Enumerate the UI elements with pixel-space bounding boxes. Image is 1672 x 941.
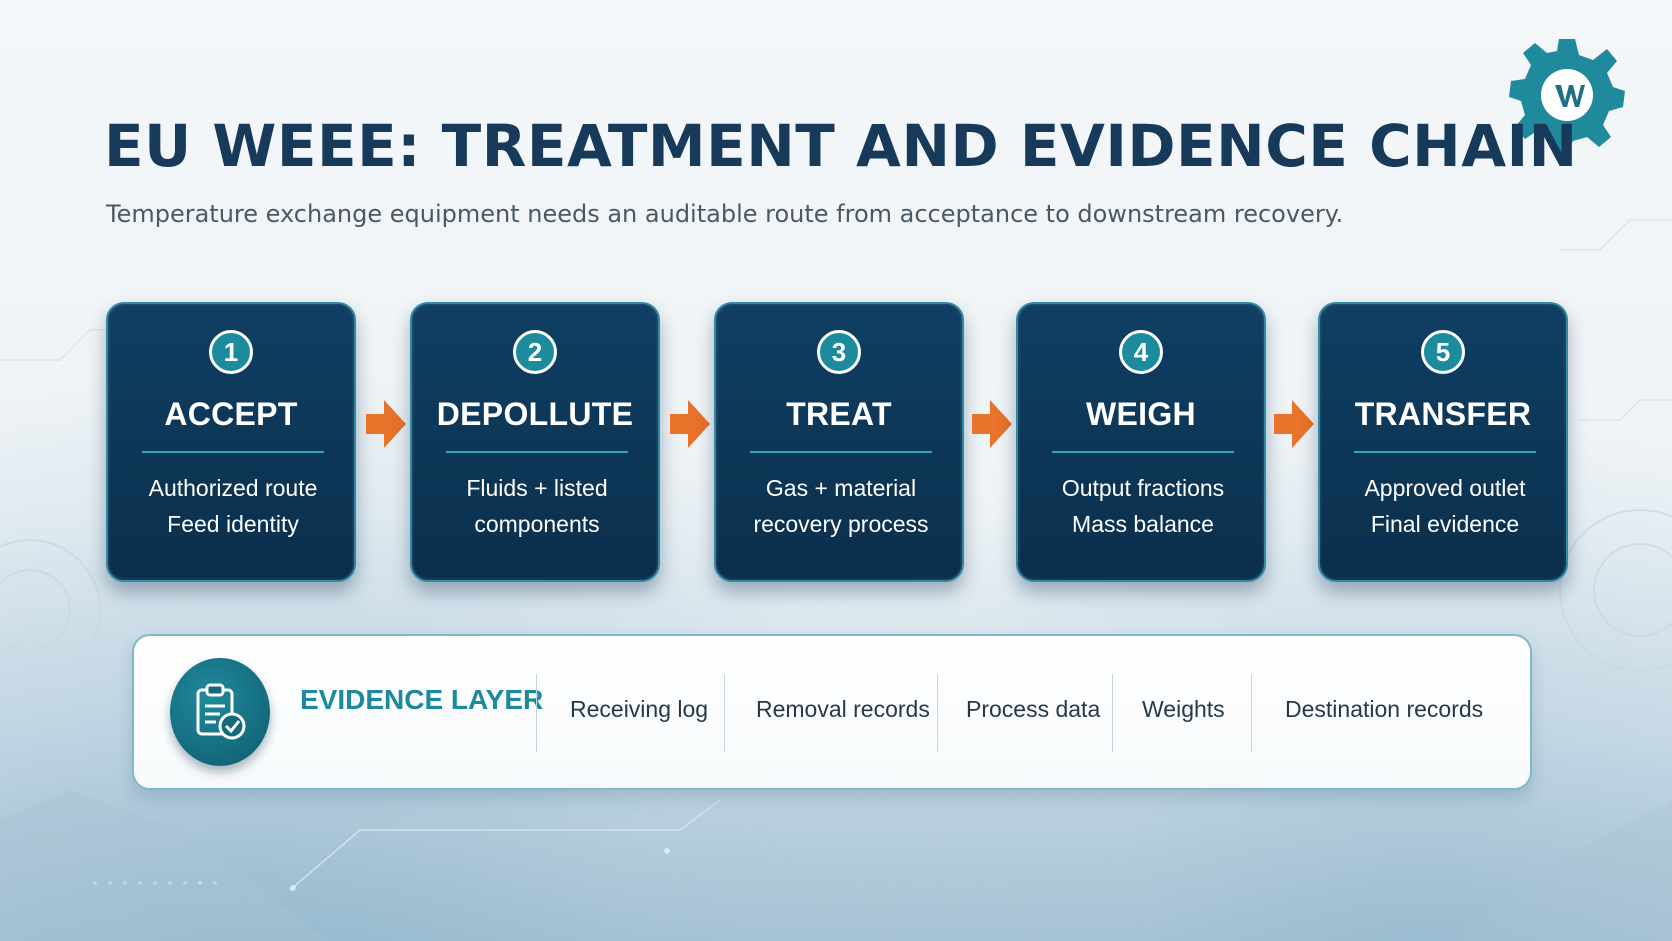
- process-steps: 1 ACCEPT Authorized route Feed identity …: [106, 302, 1568, 582]
- arrow-right-icon: [670, 400, 710, 448]
- evidence-item-receiving-log: Receiving log: [570, 696, 709, 722]
- step-description: Approved outlet Final evidence: [1330, 470, 1560, 542]
- evidence-item-weights: Weights: [1142, 696, 1225, 722]
- page-title: EU WEEE: TREATMENT AND EVIDENCE CHAIN: [104, 112, 1578, 180]
- step-title: TREAT: [786, 396, 892, 432]
- evidence-divider: [1112, 674, 1113, 752]
- step-description-line: recovery process: [753, 511, 929, 537]
- step-card-weigh: 4 WEIGH Output fractions Mass balance: [1016, 302, 1266, 582]
- step-description-line: Final evidence: [1370, 511, 1520, 537]
- step-divider: [142, 451, 324, 453]
- step-title: ACCEPT: [164, 396, 298, 432]
- step-description-line: Approved outlet: [1364, 475, 1526, 501]
- step-description: Output fractions Mass balance: [1028, 470, 1258, 542]
- step-description: Authorized route Feed identity: [118, 470, 348, 542]
- step-description-line: Feed identity: [167, 511, 299, 537]
- step-number-badge: 4: [1119, 330, 1163, 374]
- step-divider: [750, 451, 932, 453]
- evidence-layer-panel: EVIDENCE LAYER Receiving log Removal rec…: [132, 634, 1532, 790]
- step-title: DEPOLLUTE: [436, 396, 634, 432]
- clipboard-check-icon: [170, 658, 270, 766]
- step-description-line: Fluids + listed: [466, 475, 608, 501]
- step-divider: [1354, 451, 1536, 453]
- evidence-divider: [937, 674, 938, 752]
- arrow-right-icon: [972, 400, 1012, 448]
- step-description-line: components: [474, 511, 600, 537]
- step-description-line: Output fractions: [1061, 475, 1225, 501]
- step-description-line: Mass balance: [1072, 511, 1214, 537]
- step-number-badge: 5: [1421, 330, 1465, 374]
- step-card-depollute: 2 DEPOLLUTE Fluids + listed components: [410, 302, 660, 582]
- step-card-treat: 3 TREAT Gas + material recovery process: [714, 302, 964, 582]
- evidence-item-removal-records: Removal records: [756, 696, 930, 722]
- evidence-item-destination-records: Destination records: [1285, 696, 1484, 722]
- evidence-layer-title: EVIDENCE LAYER: [300, 684, 544, 715]
- step-title: WEIGH: [1086, 396, 1196, 432]
- step-divider: [446, 451, 628, 453]
- gear-logo-icon: [1509, 39, 1625, 153]
- step-description-line: Authorized route: [148, 475, 318, 501]
- evidence-divider: [1251, 674, 1252, 752]
- evidence-divider: [724, 674, 725, 752]
- evidence-divider: [536, 674, 537, 752]
- step-divider: [1052, 451, 1234, 453]
- step-card-transfer: 5 TRANSFER Approved outlet Final evidenc…: [1318, 302, 1568, 582]
- step-card-accept: 1 ACCEPT Authorized route Feed identity: [106, 302, 356, 582]
- step-title: TRANSFER: [1354, 396, 1532, 432]
- step-number-badge: 2: [513, 330, 557, 374]
- step-description: Fluids + listed components: [422, 470, 652, 542]
- arrow-right-icon: [366, 400, 406, 448]
- arrow-right-icon: [1274, 400, 1314, 448]
- step-description: Gas + material recovery process: [726, 470, 956, 542]
- step-number-badge: 3: [817, 330, 861, 374]
- step-description-line: Gas + material: [765, 475, 917, 501]
- page-subtitle: Temperature exchange equipment needs an …: [106, 200, 1344, 228]
- evidence-item-process-data: Process data: [966, 696, 1101, 722]
- step-number-badge: 1: [209, 330, 253, 374]
